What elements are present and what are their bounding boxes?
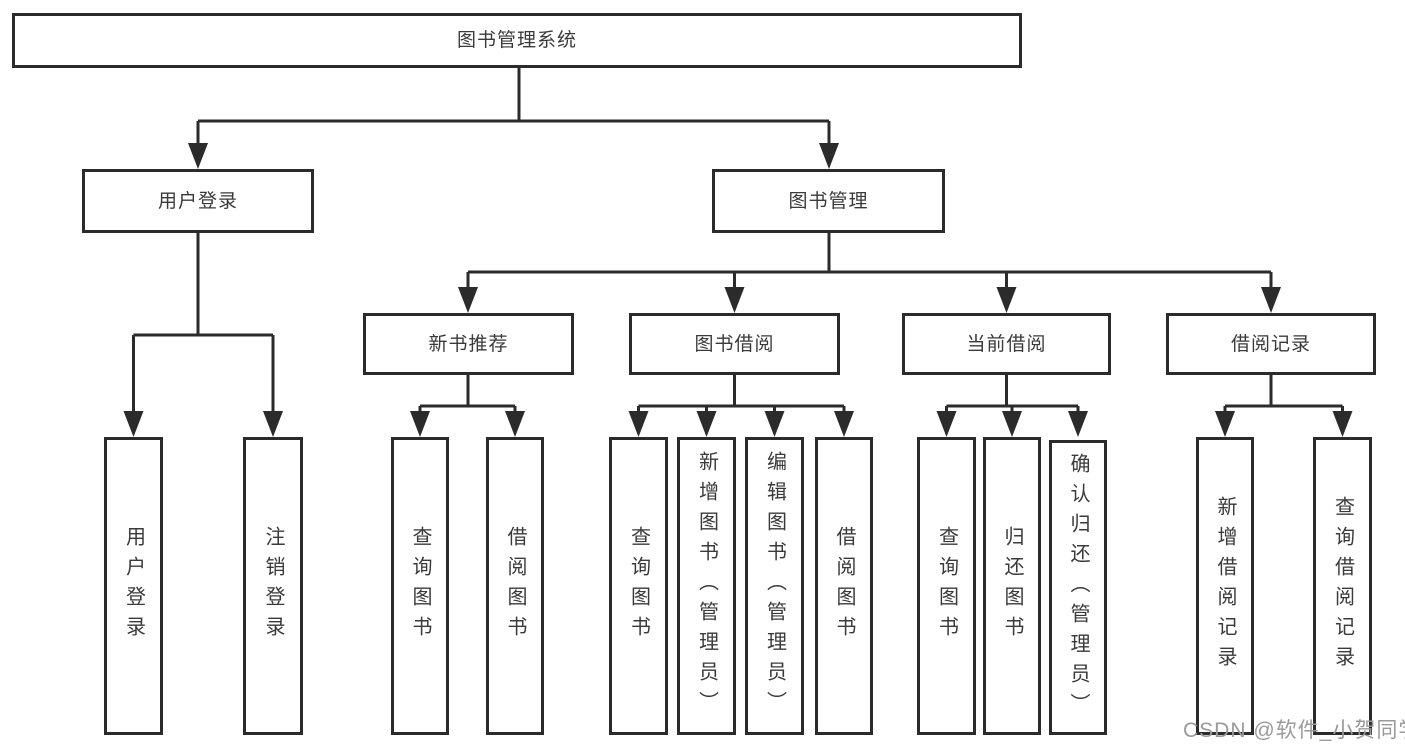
- watermark: CSDN @软件_小贺同学: [1183, 719, 1405, 742]
- leaf-add-book-admin-label: 新增图书（管理员）: [695, 451, 718, 721]
- leaf-add-borrow-record: 新增借阅记录: [1196, 437, 1254, 735]
- node-book-borrow: 图书借阅: [629, 313, 840, 375]
- leaf-add-borrow-record-label: 新增借阅记录: [1214, 496, 1236, 676]
- node-book-management-label: 图书管理: [788, 190, 869, 212]
- node-new-book-recommend-label: 新书推荐: [428, 333, 509, 355]
- node-user-login-label: 用户登录: [157, 190, 238, 212]
- leaf-borrow-books-recommend: 借阅图书: [486, 437, 544, 735]
- leaf-user-login: 用户登录: [104, 437, 163, 735]
- leaf-logout-label: 注销登录: [262, 526, 284, 646]
- leaf-query-books-current-label: 查询图书: [935, 526, 958, 646]
- leaf-borrow-books-label: 借阅图书: [833, 526, 855, 646]
- leaf-return-books-label: 归还图书: [1001, 526, 1023, 646]
- leaf-confirm-return-admin: 确认归还（管理员）: [1049, 440, 1107, 735]
- node-root: 图书管理系统: [12, 13, 1022, 68]
- node-borrow-records: 借阅记录: [1166, 313, 1376, 375]
- leaf-user-login-label: 用户登录: [122, 526, 145, 646]
- leaf-borrow-books: 借阅图书: [815, 437, 873, 735]
- leaf-logout: 注销登录: [243, 437, 303, 735]
- arrowheads: [123, 143, 1353, 437]
- node-current-borrow: 当前借阅: [902, 313, 1111, 375]
- leaf-return-books: 归还图书: [983, 437, 1041, 735]
- leaf-borrow-books-recommend-label: 借阅图书: [504, 526, 526, 646]
- leaf-add-book-admin: 新增图书（管理员）: [677, 437, 736, 735]
- node-root-label: 图书管理系统: [456, 30, 577, 51]
- leaf-query-borrow-record-label: 查询借阅记录: [1331, 496, 1354, 676]
- leaf-query-books-recommend: 查询图书: [391, 437, 449, 735]
- leaf-query-borrow-record: 查询借阅记录: [1313, 437, 1372, 735]
- node-book-management: 图书管理: [712, 169, 945, 233]
- node-borrow-records-label: 借阅记录: [1230, 333, 1311, 355]
- node-new-book-recommend: 新书推荐: [363, 313, 574, 375]
- leaf-query-books-recommend-label: 查询图书: [409, 526, 431, 646]
- leaf-query-books-borrow: 查询图书: [609, 437, 668, 735]
- node-current-borrow-label: 当前借阅: [966, 333, 1047, 355]
- node-user-login: 用户登录: [82, 169, 314, 233]
- leaf-edit-book-admin: 编辑图书（管理员）: [745, 437, 804, 735]
- leaf-edit-book-admin-label: 编辑图书（管理员）: [763, 451, 786, 721]
- leaf-query-books-borrow-label: 查询图书: [627, 526, 650, 646]
- leaf-confirm-return-admin-label: 确认归还（管理员）: [1067, 452, 1089, 723]
- leaf-query-books-current: 查询图书: [917, 437, 976, 735]
- node-book-borrow-label: 图书借阅: [694, 333, 775, 355]
